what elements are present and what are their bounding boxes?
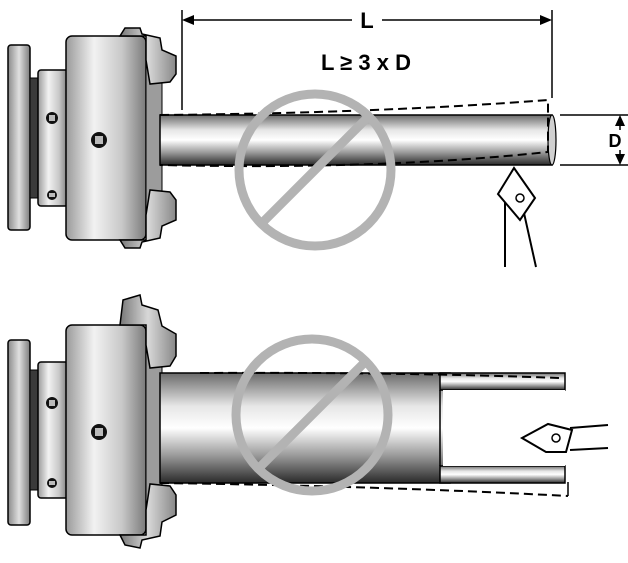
bottom-deflection-outline <box>159 482 569 497</box>
top-cutting-tool <box>496 166 537 268</box>
chuck-jaw-bottom <box>118 189 177 249</box>
dimension-arrow-icon <box>540 15 552 25</box>
bottom-lathe-chuck <box>7 294 177 549</box>
top-lathe-chuck <box>7 27 177 249</box>
cutting-insert-icon <box>496 166 537 222</box>
top-deflection-outline <box>159 98 549 168</box>
length-dimension: L <box>181 8 553 110</box>
chuck-jaw-top <box>119 294 177 369</box>
chuck-rear-body <box>37 69 69 207</box>
cutting-insert-icon <box>519 422 574 453</box>
chuck-jaw-bottom <box>118 483 177 549</box>
bottom-prohibition-sign-icon <box>231 334 393 496</box>
dimension-arrow-icon <box>182 15 194 25</box>
bottom-boring-tool <box>519 422 609 453</box>
chuck-rear-body <box>37 361 69 499</box>
diameter-label: D <box>609 131 622 151</box>
length-label: L <box>360 8 373 33</box>
dimension-arrow-icon <box>615 115 625 126</box>
chuck-backplate <box>7 339 31 526</box>
length-rule-label: L ≥ 3 x D <box>321 50 411 75</box>
chuck-backplate <box>7 44 31 231</box>
top-prohibition-sign-icon <box>234 89 396 251</box>
tube-lower-wall <box>439 465 566 484</box>
dimension-arrow-icon <box>615 154 625 165</box>
diameter-dimension: D <box>560 114 628 166</box>
chuck-jaw-top <box>118 27 177 85</box>
